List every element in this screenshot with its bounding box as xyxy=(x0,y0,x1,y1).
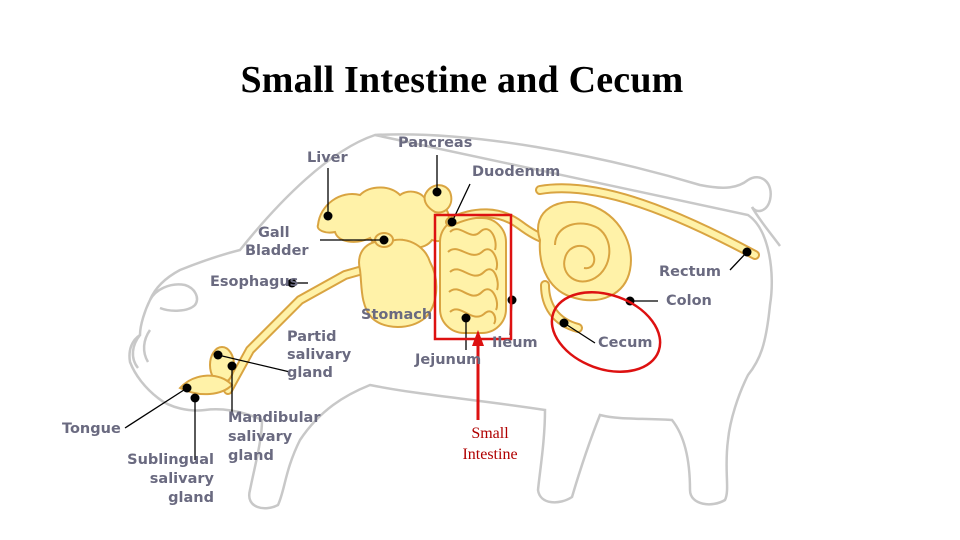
label-stomach: Stomach xyxy=(361,307,433,323)
label-jejunum: Jejunum xyxy=(415,352,482,368)
spiral-colon xyxy=(537,200,632,302)
jejunum-coils xyxy=(447,228,499,325)
label-partid-line-3: gland xyxy=(287,365,333,381)
small-intestine-highlight-box xyxy=(433,213,513,341)
small-intestine-callout: Small Intestine xyxy=(440,423,540,465)
cecum-highlight-ellipse xyxy=(550,291,662,373)
label-sublingual-line-3: gland xyxy=(168,490,214,506)
label-pancreas: Pancreas xyxy=(398,135,473,151)
arrow-head-icon xyxy=(472,330,484,346)
label-gall-line-2: Bladder xyxy=(245,243,309,259)
pig-tail xyxy=(750,206,781,247)
label-esophagus: Esophagus xyxy=(210,274,299,290)
label-sublingual-line-2: salivary xyxy=(149,471,214,487)
label-cecum: Cecum xyxy=(598,335,653,351)
callout-line-1: Small xyxy=(471,425,509,442)
label-sublingual-line-1: Sublingual xyxy=(127,452,214,468)
slide-title: Small Intestine and Cecum xyxy=(240,59,684,101)
pig-ear xyxy=(148,283,199,312)
label-rectum: Rectum xyxy=(659,264,721,280)
label-partid-line-2: salivary xyxy=(287,347,352,363)
label-tongue: Tongue xyxy=(62,421,121,437)
label-duodenum: Duodenum xyxy=(472,164,561,180)
label-liver: Liver xyxy=(307,150,348,166)
pig-snout xyxy=(131,329,152,369)
pig-outline xyxy=(128,133,773,510)
label-ileum: Ileum xyxy=(492,335,538,351)
callout-line-2: Intestine xyxy=(462,446,518,463)
label-partid-line-1: Partid xyxy=(287,329,337,345)
label-colon: Colon xyxy=(666,293,712,309)
label-mandibular-line-3: gland xyxy=(228,448,274,464)
label-mandibular-line-2: salivary xyxy=(228,429,293,445)
label-gall-line-1: Gall xyxy=(258,225,290,241)
label-mandibular-line-1: Mandibular xyxy=(228,410,321,426)
